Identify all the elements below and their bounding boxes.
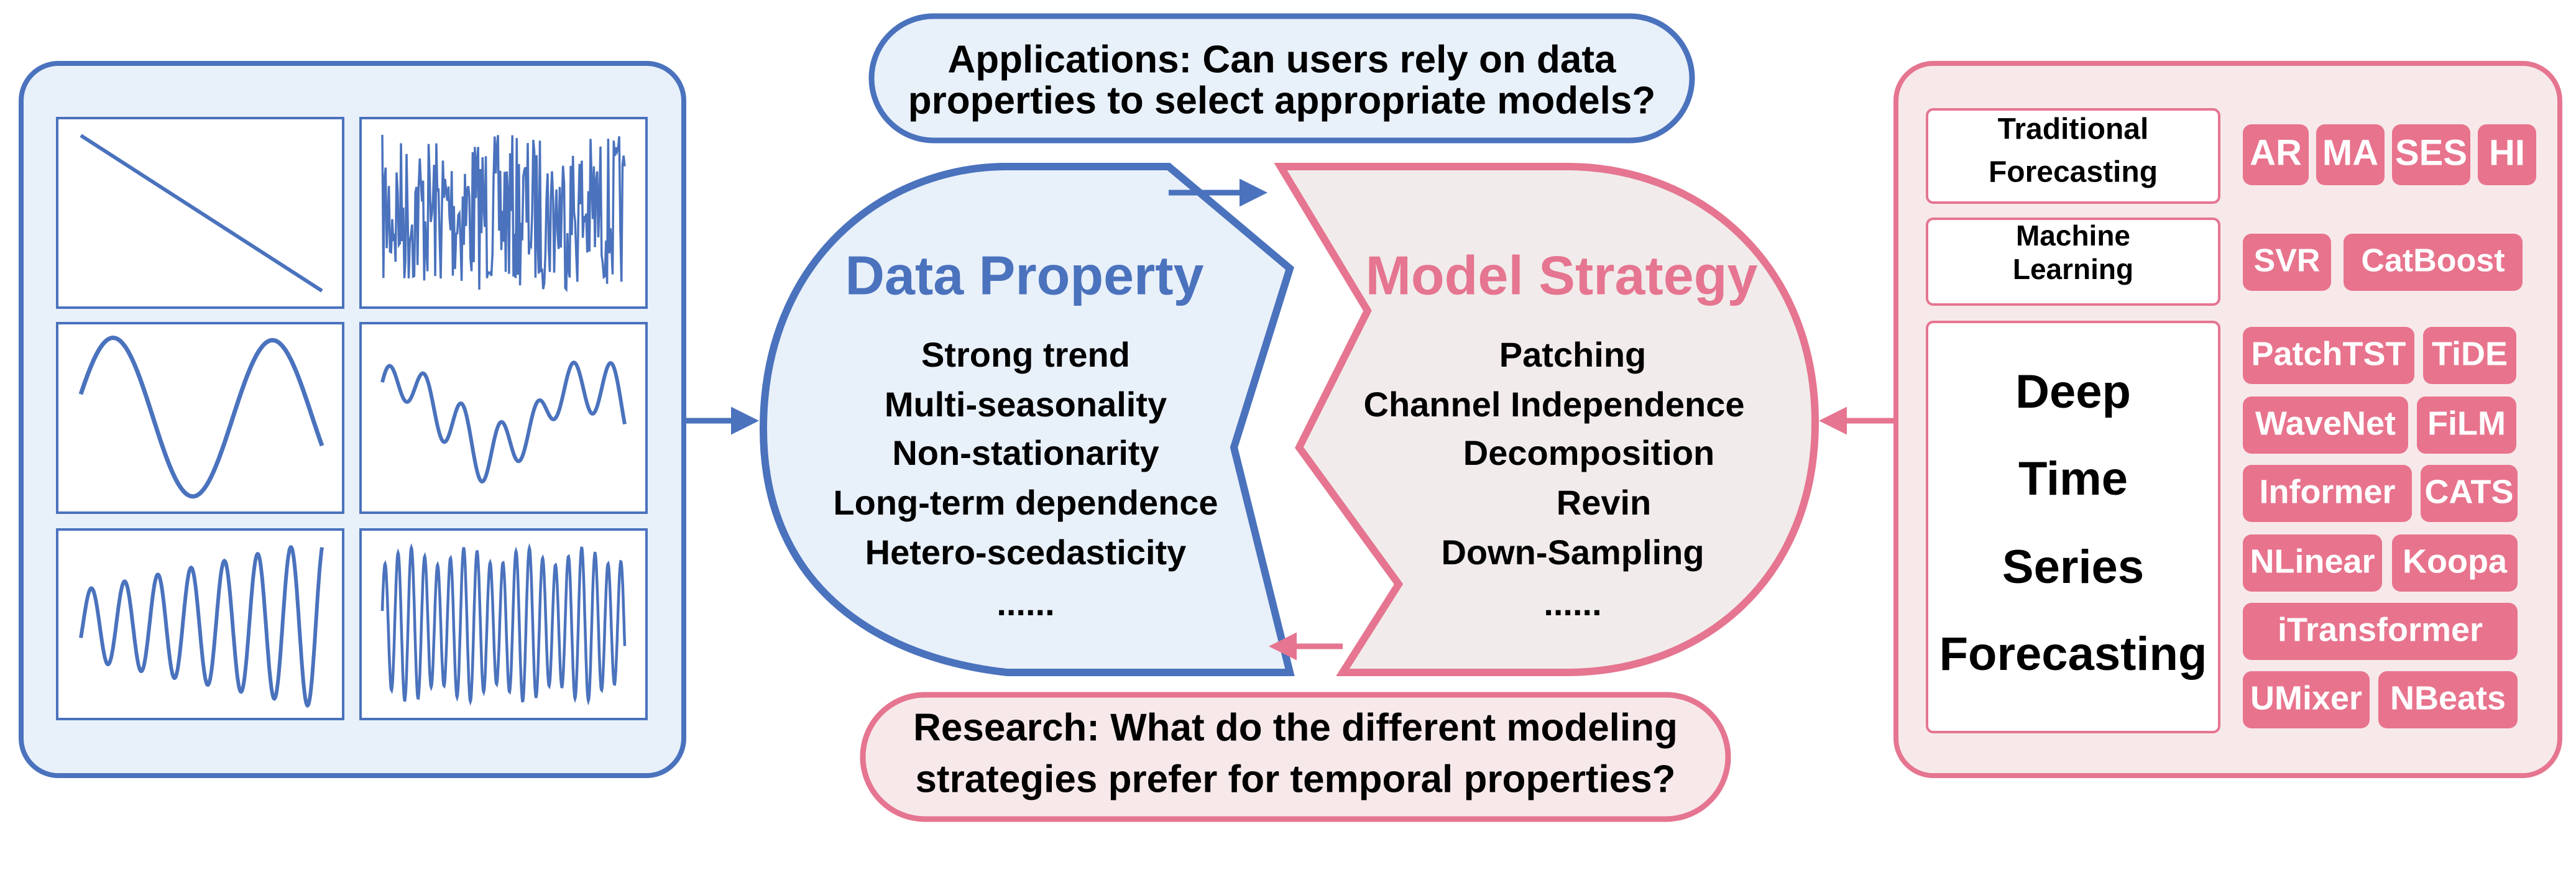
model-strategy-item: Channel Independence — [1364, 385, 1745, 424]
model-tag-label: Informer — [2259, 473, 2395, 510]
model-tag — [2316, 124, 2385, 185]
model-tag-label: NBeats — [2390, 679, 2506, 717]
deep-label-line: Series — [2002, 541, 2144, 594]
traditional-label-line-2: Forecasting — [1989, 156, 2158, 189]
mini-plot-single-seasonality-line — [78, 335, 324, 499]
mini-plot-noise-line — [381, 134, 626, 293]
model-tag — [2243, 234, 2331, 291]
traditional-label-line-1: Traditional — [1998, 113, 2149, 146]
applications-question-box — [868, 13, 1695, 144]
applications-question-line-2: properties to select appropriate models? — [908, 79, 1655, 122]
model-tag — [2243, 671, 2370, 728]
research-question-line-2: strategies prefer for temporal propertie… — [915, 758, 1675, 800]
model-tag-label: NLinear — [2250, 543, 2375, 580]
model-tag — [2243, 603, 2518, 660]
model-tag — [2344, 234, 2523, 291]
model-tag — [2378, 671, 2518, 728]
research-question-box — [860, 692, 1731, 822]
deep-label-line: Deep — [2015, 365, 2131, 418]
model-tag-label: SES — [2395, 132, 2467, 173]
model-tag — [2421, 465, 2518, 522]
data-property-item: Hetero-scedasticity — [865, 533, 1187, 572]
deep-forecasting-label-box — [1926, 321, 2220, 733]
model-strategy-item: Patching — [1499, 335, 1646, 374]
model-tag-label: TiDE — [2432, 335, 2508, 372]
model-tag — [2392, 124, 2470, 185]
mini-plot-frame-multi-seasonality — [359, 322, 648, 514]
deep-tags: PatchTST TiDE WaveNet FiLM Informer CATS… — [2243, 327, 2518, 728]
model-tag-label: WaveNet — [2255, 405, 2396, 442]
mini-plot-heteroscedastic-line — [79, 545, 324, 708]
data-property-item: ...... — [996, 584, 1054, 623]
model-tag-label: CatBoost — [2361, 243, 2505, 279]
model-tag — [2417, 396, 2516, 454]
machine-learning-label-line-1: Machine — [2016, 219, 2130, 252]
model-strategy-item: Decomposition — [1463, 433, 1714, 472]
model-tag-label: CATS — [2425, 473, 2514, 510]
machine-learning-tags: SVR CatBoost — [2243, 234, 2523, 291]
data-property-shape — [759, 163, 1295, 676]
data-property-items: Strong trend Multi-seasonality Non-stati… — [833, 335, 1218, 623]
model-strategy-item: Down-Sampling — [1441, 533, 1704, 572]
model-tag-label: SVR — [2254, 243, 2321, 279]
data-property-title: Data Property — [845, 244, 1203, 306]
machine-learning-label-line-2: Learning — [2013, 253, 2133, 285]
deep-label-line: Time — [2018, 452, 2128, 505]
deep-label-line: Forecasting — [1939, 628, 2207, 681]
model-tag — [2423, 327, 2516, 384]
model-tag — [2243, 396, 2408, 454]
data-property-item: Multi-seasonality — [885, 385, 1167, 424]
model-tag — [2243, 124, 2309, 185]
model-tag-label: Koopa — [2403, 543, 2508, 580]
traditional-forecasting-label-box — [1926, 108, 2220, 204]
model-tag-label: AR — [2250, 132, 2302, 173]
traditional-tags: AR MA SES HI — [2243, 124, 2536, 185]
model-tag-label: HI — [2489, 132, 2525, 173]
model-tag — [2478, 124, 2536, 185]
model-strategy-item: Revin — [1557, 483, 1652, 522]
mini-plots — [56, 117, 648, 720]
model-strategy-shape — [1274, 163, 1819, 676]
mini-plot-trend-line — [80, 134, 323, 293]
model-tag — [2243, 465, 2412, 522]
model-tag-label: PatchTST — [2251, 335, 2406, 372]
model-tag — [2243, 327, 2414, 384]
mini-plot-frame-single-seasonality — [56, 322, 344, 514]
machine-learning-label-box — [1926, 218, 2220, 306]
deep-forecasting-label: Deep Time Series Forecasting — [1939, 365, 2207, 681]
data-property-item: Long-term dependence — [833, 483, 1218, 522]
model-strategy-items: Patching Channel Independence Decomposit… — [1364, 335, 1745, 623]
mini-plot-high-frequency-line — [380, 543, 627, 706]
applications-question-line-1: Applications: Can users rely on data — [948, 38, 1616, 81]
research-question-line-1: Research: What do the different modeling — [913, 706, 1678, 749]
model-tag-label: iTransformer — [2278, 611, 2483, 648]
model-strategy-item: ...... — [1543, 584, 1601, 623]
model-strategy-title: Model Strategy — [1366, 244, 1758, 306]
data-property-item: Non-stationarity — [892, 433, 1159, 472]
model-tag — [2392, 534, 2518, 592]
data-property-item: Strong trend — [921, 335, 1130, 374]
model-tag — [2243, 534, 2382, 592]
model-tag-label: UMixer — [2250, 679, 2362, 717]
model-tag-label: MA — [2322, 132, 2378, 173]
mini-plot-multi-seasonality-line — [380, 360, 627, 484]
model-tag-label: FiLM — [2427, 405, 2506, 442]
